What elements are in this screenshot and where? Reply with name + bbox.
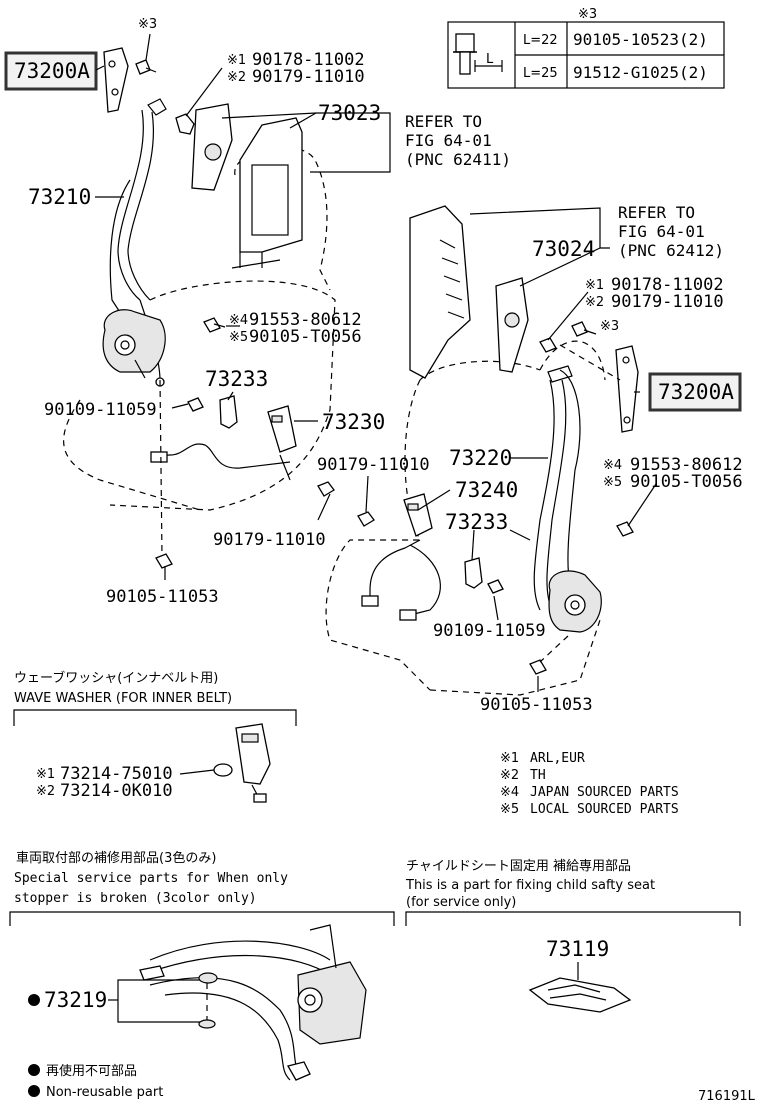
right-buckle: 73240 — [455, 478, 518, 502]
washer-m1: ※1 — [36, 767, 55, 782]
left-buckle: 73230 — [322, 410, 385, 434]
left-m1: ※1 — [227, 53, 246, 68]
left-cover: 73023 — [318, 101, 381, 125]
row2-part: 91512-G1025(2) — [573, 63, 708, 82]
row2-length: L=25 — [523, 66, 558, 81]
right-clip-b: 90179-11010 — [611, 292, 724, 312]
dim-label: L — [486, 52, 494, 67]
right-seat-outline — [325, 340, 606, 696]
left-refer-3: (PNC 62411) — [405, 150, 511, 169]
left-bolt-y: 90105-T0056 — [249, 327, 362, 347]
right-bolt-y: 90105-T0056 — [630, 472, 743, 492]
stopper-section: 車両取付部の補修用部品(3色のみ) Special service parts … — [9, 850, 395, 1081]
right-m1: ※1 — [585, 278, 604, 293]
tag-right[interactable]: 73200A — [648, 372, 742, 412]
footnote-jp: 再使用不可部品 — [46, 1063, 137, 1079]
washer-part-b: 73214-0K010 — [60, 781, 173, 801]
left-belt: 73210 — [28, 185, 91, 209]
stopper-line1: Special service parts for When only — [14, 871, 288, 886]
diagram-id: 716191L — [698, 1089, 756, 1104]
flange-bolt-icon — [453, 33, 503, 75]
right-bolt-x: 91553-80612 — [630, 455, 743, 475]
non-reusable-dot-icon — [28, 1085, 40, 1097]
washer-part-a: 73214-75010 — [60, 764, 173, 784]
left-cover-b: 73233 — [205, 367, 268, 391]
left-bolt-x: 91553-80612 — [249, 310, 362, 330]
right-m2: ※2 — [585, 295, 604, 310]
fastener-table: ※3 L L=22 90105-10523(2) L=25 91512-G102… — [447, 7, 725, 89]
left-clip-a: 90178-11002 — [252, 50, 365, 70]
child-line2: (for service only) — [406, 895, 516, 910]
non-reusable-dot-icon — [28, 1064, 40, 1076]
left-labels: ※3 ※1 90178-11002 ※2 90179-11010 73023 R… — [28, 17, 511, 607]
stopper-part: 73219 — [44, 988, 107, 1012]
right-seatbelt-parts — [357, 205, 639, 675]
right-labels: REFER TO FIG 64-01 (PNC 62412) 73024 ※1 … — [317, 203, 743, 715]
left-clip-b: 90179-11010 — [252, 67, 365, 87]
child-title-jp: チャイルドシート固定用 補給専用部品 — [406, 859, 631, 874]
right-m4: ※4 — [603, 458, 622, 473]
legend-t1: ARL,EUR — [530, 751, 585, 766]
right-clip-a: 90178-11002 — [611, 275, 724, 295]
tag-left-label: 73200A — [14, 59, 90, 83]
right-refer-1: REFER TO — [618, 203, 695, 222]
market-legend: ※1 ARL,EUR ※2 TH ※4 JAPAN SOURCED PARTS … — [500, 751, 679, 817]
left-seatbelt-parts — [102, 47, 335, 569]
washer-title-jp: ウェーブワッシャ(インナベルト用) — [14, 670, 218, 686]
wave-washer-section: ウェーブワッシャ(インナベルト用) WAVE WASHER (FOR INNER… — [13, 670, 297, 803]
left-m2: ※2 — [227, 70, 246, 85]
legend-t5: LOCAL SOURCED PARTS — [530, 802, 679, 817]
left-refer-1: REFER TO — [405, 112, 482, 131]
child-part: 73119 — [546, 937, 609, 961]
right-bolt-marker: ※3 — [600, 319, 619, 334]
legend-t2: TH — [530, 768, 546, 783]
row1-part: 90105-10523(2) — [573, 30, 708, 49]
left-m5: ※5 — [229, 330, 248, 345]
washer-m2: ※2 — [36, 784, 55, 799]
tag-right-label: 73200A — [658, 380, 734, 404]
right-nut: 90179-11010 — [317, 455, 430, 475]
right-belt: 73220 — [449, 446, 512, 470]
washer-title-en: WAVE WASHER (FOR INNER BELT) — [14, 691, 232, 706]
child-seat-section: チャイルドシート固定用 補給専用部品 This is a part for fi… — [405, 859, 741, 1013]
tag-left[interactable]: 73200A — [4, 51, 98, 91]
legend-m1: ※1 — [500, 751, 519, 766]
table-marker: ※3 — [578, 7, 597, 22]
stopper-line2: stopper is broken (3color only) — [14, 891, 257, 906]
left-m4: ※4 — [229, 313, 248, 328]
row1-length: L=22 — [523, 33, 558, 48]
legend-t4: JAPAN SOURCED PARTS — [530, 785, 679, 800]
legend-m2: ※2 — [500, 768, 519, 783]
legend-m5: ※5 — [500, 802, 519, 817]
stopper-title-jp: 車両取付部の補修用部品(3色のみ) — [16, 850, 216, 866]
right-cover: 73024 — [532, 237, 595, 261]
left-refer-2: FIG 64-01 — [405, 131, 492, 150]
left-leaders — [95, 33, 391, 580]
legend-m4: ※4 — [500, 785, 519, 800]
left-bolt-marker: ※3 — [138, 17, 157, 32]
left-nut: 90179-11010 — [213, 530, 326, 550]
right-bolt-d: 90105-11053 — [480, 695, 593, 715]
footnote: 再使用不可部品 Non-reusable part 716191L — [28, 1063, 756, 1104]
child-line1: This is a part for fixing child safty se… — [405, 878, 655, 893]
right-cover-b: 73233 — [445, 510, 508, 534]
right-refer-3: (PNC 62412) — [618, 241, 724, 260]
non-reusable-dot-icon — [28, 994, 40, 1006]
left-bolt-d: 90105-11053 — [106, 587, 219, 607]
right-m5: ※5 — [603, 475, 622, 490]
footnote-en: Non-reusable part — [46, 1085, 163, 1100]
right-refer-2: FIG 64-01 — [618, 222, 705, 241]
right-bolt-c: 90109-11059 — [433, 621, 546, 641]
right-leaders — [365, 207, 657, 692]
left-bolt-c: 90109-11059 — [44, 400, 157, 420]
